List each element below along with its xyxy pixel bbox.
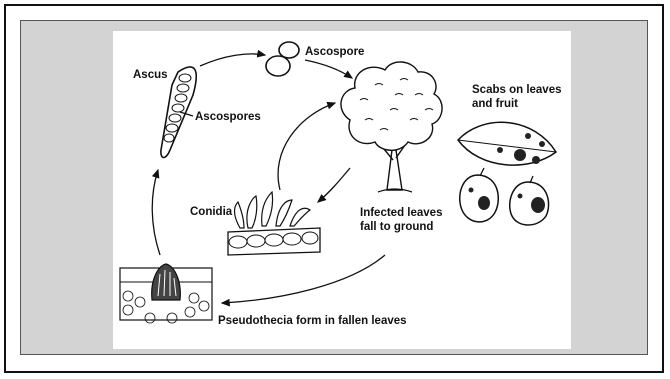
pseudothecia-illustration	[120, 264, 212, 323]
scabbed-apple-left	[460, 168, 499, 222]
label-scabs-line2: and fruit	[472, 97, 518, 111]
infected-tree-illustration	[341, 62, 442, 192]
label-infected-line1: Infected leaves	[360, 206, 442, 220]
label-ascospore: Ascospore	[305, 45, 364, 59]
scabbed-leaf-illustration	[458, 122, 556, 165]
conidia-illustration	[228, 192, 320, 255]
scabbed-apple-right	[510, 176, 549, 225]
label-ascus: Ascus	[133, 68, 168, 82]
label-pseudothecia: Pseudothecia form in fallen leaves	[218, 314, 407, 328]
label-infected-line2: fall to ground	[360, 220, 433, 234]
label-conidia: Conidia	[190, 205, 232, 219]
label-ascospores: Ascospores	[195, 110, 261, 124]
label-scabs-line1: Scabs on leaves	[472, 83, 562, 97]
ascospore-illustration	[266, 42, 299, 76]
